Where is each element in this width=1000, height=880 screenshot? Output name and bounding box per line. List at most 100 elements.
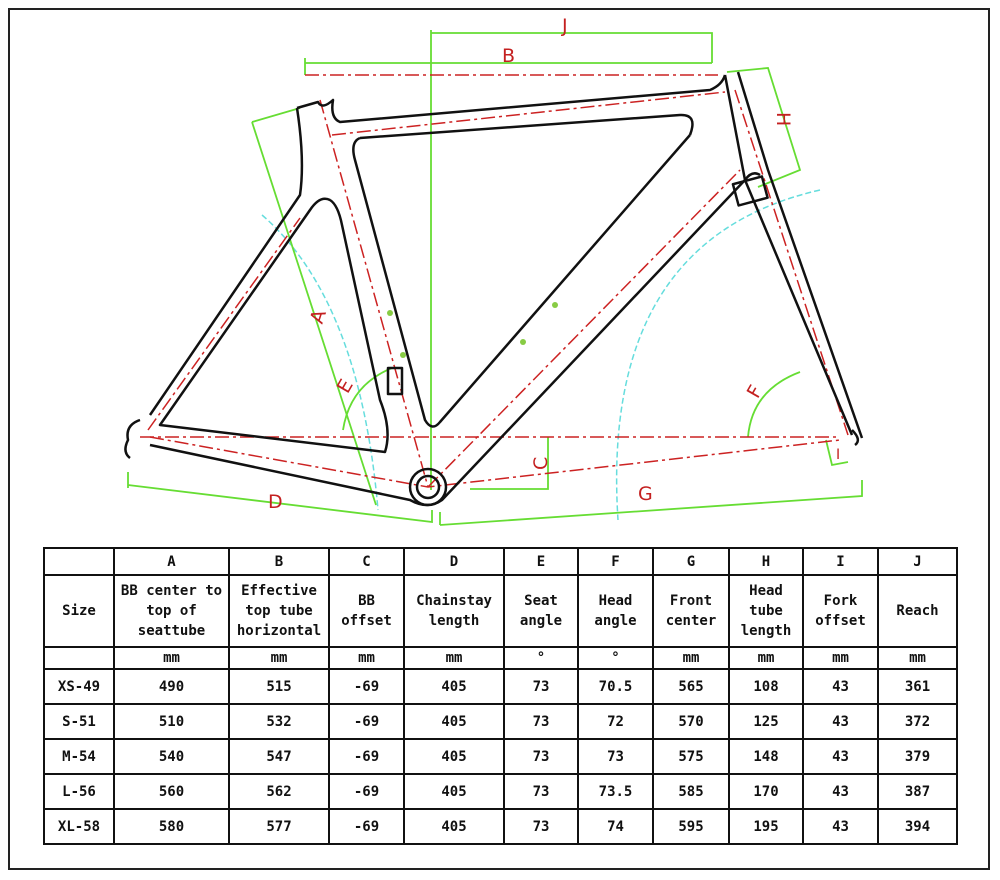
table-row-cell: 43 [802, 808, 879, 845]
head-tube [723, 71, 864, 439]
dimension-lines [127, 30, 863, 526]
table-row-cell: 43 [802, 668, 879, 705]
table-row-cell: 560 [113, 773, 230, 810]
table-row-cell: 43 [802, 703, 879, 740]
reference-arcs [261, 189, 821, 521]
header-name-row-cell: Front center [652, 574, 730, 648]
table-row-cell: 108 [728, 668, 804, 705]
dim-f-arc [747, 371, 801, 438]
table-row-cell: 73 [503, 808, 579, 845]
table-row-cell: 405 [403, 668, 505, 705]
table-row-cell: 405 [403, 703, 505, 740]
table-row-cell: 532 [228, 703, 330, 740]
label-h: H [772, 112, 794, 126]
table-row-cell: 195 [728, 808, 804, 845]
label-d: D [268, 491, 283, 513]
dim-h [726, 67, 802, 188]
header-letter-row-cell: I [802, 547, 879, 576]
header-letter-row-cell: D [403, 547, 505, 576]
table-row-cell: 125 [728, 703, 804, 740]
dim-a [251, 107, 377, 506]
table-row-cell: 405 [403, 808, 505, 845]
table-row-cell: 43 [802, 738, 879, 775]
label-j: J [561, 15, 568, 37]
bottle-bosses [387, 302, 558, 358]
table-row-cell: -69 [328, 703, 405, 740]
centerlines [140, 74, 849, 488]
front-arc [615, 189, 821, 521]
table-row-cell: 562 [228, 773, 330, 810]
header-letter-row-cell: B [228, 547, 330, 576]
table-row-cell: 405 [403, 738, 505, 775]
label-i: I [836, 447, 840, 463]
table-row-cell: 170 [728, 773, 804, 810]
dim-i [825, 439, 849, 467]
table-row-cell: 379 [877, 738, 958, 775]
table-row-cell: 387 [877, 773, 958, 810]
table-row-cell: XS-49 [43, 668, 115, 705]
header-letter-row-cell: A [113, 547, 230, 576]
header-name-row-cell: Size [43, 574, 115, 648]
dim-g [439, 480, 863, 526]
table-row-cell: XL-58 [43, 808, 115, 845]
table-row-cell: 575 [652, 738, 730, 775]
header-letter-row-cell: H [728, 547, 804, 576]
chainstay-outer [149, 172, 761, 507]
table-row-cell: 361 [877, 668, 958, 705]
dim-j [430, 30, 713, 490]
table-row-cell: 73 [577, 738, 654, 775]
header-name-row-cell: Head tube length [728, 574, 804, 648]
bike-frame-geometry-diagram: J B H A E F C D G I [124, 15, 864, 526]
frame-outline [124, 71, 864, 507]
table-row-cell: 547 [228, 738, 330, 775]
table-row-cell: 148 [728, 738, 804, 775]
header-unit-row-cell: mm [113, 646, 230, 670]
header-unit-row-cell: mm [877, 646, 958, 670]
top-tube-lower [359, 113, 694, 140]
header-unit-row-cell: mm [728, 646, 804, 670]
header-letter-row-cell: C [328, 547, 405, 576]
header-unit-row-cell: mm [328, 646, 405, 670]
table-row-cell: 73 [503, 738, 579, 775]
table-row-cell: -69 [328, 668, 405, 705]
header-letter-row-cell: F [577, 547, 654, 576]
header-letter-row-cell: G [652, 547, 730, 576]
table-row-cell: M-54 [43, 738, 115, 775]
header-unit-row-cell: ° [503, 646, 579, 670]
table-row-cell: -69 [328, 738, 405, 775]
header-name-row-cell: Reach [877, 574, 958, 648]
table-row-cell: 405 [403, 773, 505, 810]
table-row-cell: 595 [652, 808, 730, 845]
table-row-cell: 70.5 [577, 668, 654, 705]
header-unit-row-cell: mm [403, 646, 505, 670]
table-row-cell: 372 [877, 703, 958, 740]
dim-e-arc [342, 367, 393, 431]
label-f: F [743, 382, 768, 402]
main-triangle-inner [352, 134, 691, 428]
front-dropout [851, 429, 860, 447]
table-row-cell: 585 [652, 773, 730, 810]
header-letter-row-cell: E [503, 547, 579, 576]
header-letter-row-cell [43, 547, 115, 576]
header-name-row-cell: Chainstay length [403, 574, 505, 648]
header-unit-row-cell: mm [652, 646, 730, 670]
table-row-cell: 565 [652, 668, 730, 705]
table-row-cell: 510 [113, 703, 230, 740]
table-row-cell: -69 [328, 808, 405, 845]
table-row-cell: 73 [503, 703, 579, 740]
label-c: C [530, 457, 552, 470]
label-e: E [333, 376, 358, 397]
table-row-cell: 577 [228, 808, 330, 845]
bottom-bracket [408, 467, 448, 507]
table-row-cell: 72 [577, 703, 654, 740]
rear-triangle-inner [158, 197, 389, 454]
table-row-cell: -69 [328, 773, 405, 810]
